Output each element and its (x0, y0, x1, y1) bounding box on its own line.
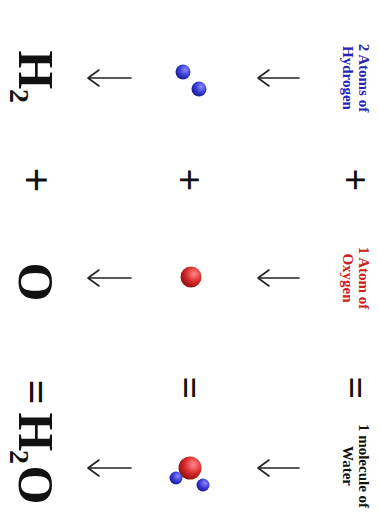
subscript: 2 (4, 86, 33, 106)
element-symbol: O (10, 260, 63, 304)
equals-sign: = (168, 368, 210, 408)
hydrogen-atom (170, 472, 183, 485)
atom-caption: 1 Atom of Oxygen (339, 233, 371, 323)
plus-sign: + (13, 160, 59, 200)
element-symbol: H (10, 410, 63, 454)
equals-sign: = (334, 368, 376, 408)
arrow (258, 460, 299, 476)
hydrogen-atom (176, 65, 191, 80)
oxygen-atom (181, 267, 202, 288)
arrow (258, 270, 299, 286)
arrow (258, 70, 299, 86)
equals-sign: = (13, 372, 59, 412)
arrow (88, 270, 131, 286)
atom-caption: 2 Atoms of Hydrogen (339, 33, 371, 123)
hydrogen-atom (192, 82, 207, 97)
plus-sign: + (168, 160, 210, 200)
arrow (88, 70, 131, 86)
arrow (88, 460, 131, 476)
hydrogen-atom (197, 479, 210, 492)
molecule-caption: 1 molecule of Water (339, 421, 371, 511)
subscript: 2 (4, 447, 33, 467)
hydrogen-atoms (176, 65, 207, 97)
plus-sign: + (334, 160, 376, 200)
element-symbol: O (10, 463, 63, 507)
water-molecule (170, 457, 210, 492)
element-symbol: H (10, 48, 63, 92)
